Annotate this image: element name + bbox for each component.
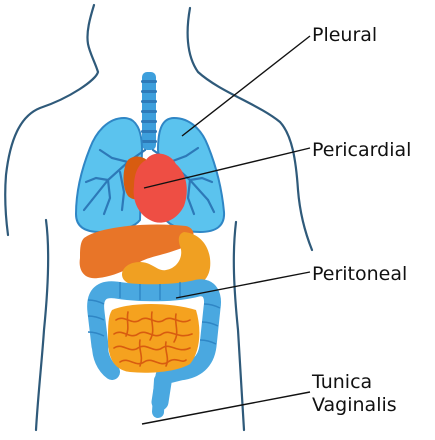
label-peritoneal: Peritoneal xyxy=(312,263,407,285)
trachea xyxy=(141,72,157,150)
ascending-colon-lower xyxy=(92,338,120,380)
right-neck-outline xyxy=(186,6,314,252)
heart-ventricles xyxy=(133,153,187,223)
head-outline xyxy=(4,3,100,237)
label-vaginalis: Vaginalis xyxy=(312,394,397,416)
label-tunica: Tunica xyxy=(311,371,372,393)
trachea-rings xyxy=(141,80,157,143)
pericardial-leader-line xyxy=(143,147,311,189)
heart xyxy=(123,153,187,223)
rectum xyxy=(152,374,166,418)
left-lung xyxy=(74,116,144,234)
labels: Pleural Pericardial Peritoneal Tunica Va… xyxy=(311,24,411,416)
label-pericardial: Pericardial xyxy=(312,139,411,161)
left-torso-outline xyxy=(34,218,50,432)
tunica-vaginalis-leader-line xyxy=(141,391,311,425)
leader-lines xyxy=(141,35,311,425)
right-torso-outline xyxy=(232,220,246,432)
stomach xyxy=(121,232,211,291)
pleural-leader-line xyxy=(181,35,311,137)
liver xyxy=(79,224,194,279)
label-pleural: Pleural xyxy=(312,24,377,46)
colon-haustra xyxy=(87,282,221,345)
small-intestine xyxy=(108,304,200,373)
small-intestine-coils xyxy=(113,311,193,367)
body-silhouette xyxy=(4,3,314,432)
peritoneal-leader-line xyxy=(175,271,311,299)
large-intestine xyxy=(87,279,221,411)
